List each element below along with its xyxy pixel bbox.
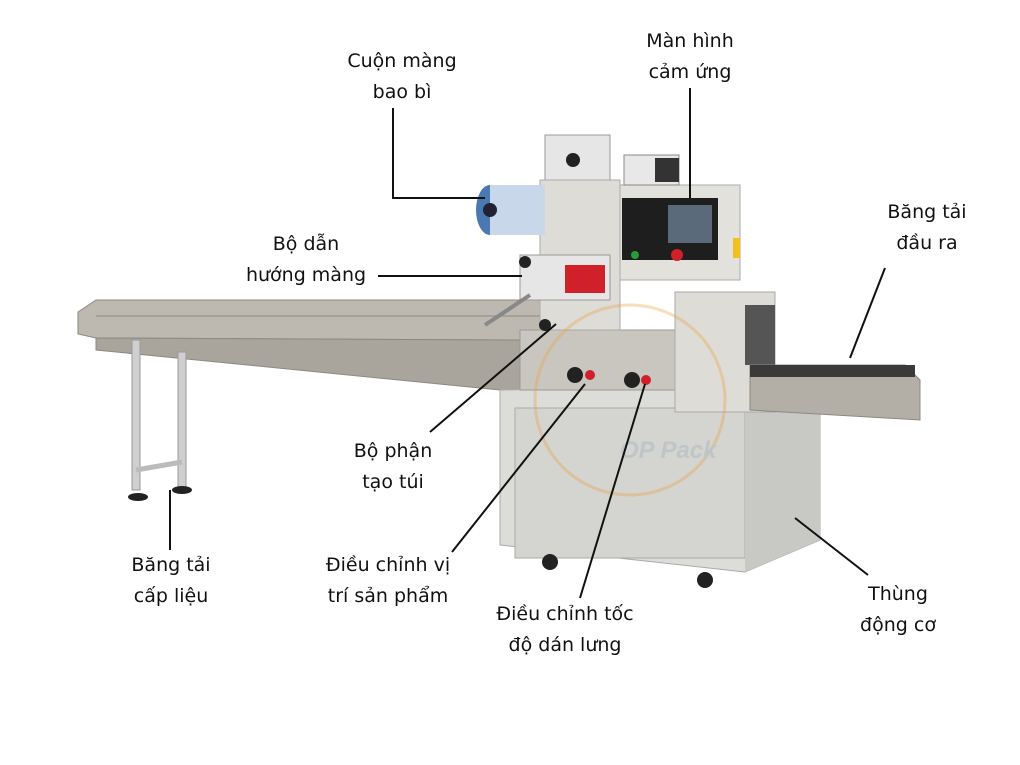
leader-seal-speed — [579, 383, 646, 599]
leader-bag-former — [429, 323, 557, 433]
label-line: cấp liệu — [133, 585, 209, 607]
leader-product-position — [451, 383, 586, 553]
svg-text:OP Pack: OP Pack — [620, 437, 718, 464]
label-motor-box: Thùng động cơ — [860, 579, 936, 641]
label-line: động cơ — [860, 614, 936, 636]
film-guide — [483, 254, 611, 331]
label-product-position: Điều chỉnh vị trí sản phẩm — [326, 550, 450, 612]
label-line: Cuộn màng — [347, 50, 457, 72]
output-conveyor — [749, 364, 921, 421]
label-line: trí sản phẩm — [327, 585, 449, 607]
leader-film-roll — [392, 108, 485, 199]
label-line: Thùng — [868, 583, 928, 605]
label-line: độ dán lưng — [508, 634, 622, 656]
label-line: đầu ra — [896, 232, 958, 254]
label-seal-speed: Điều chỉnh tốc độ dán lưng — [496, 599, 633, 661]
label-film-guide: Bộ dẫn hướng màng — [246, 229, 366, 291]
label-line: Màn hình — [646, 30, 734, 52]
leader-output-conveyor — [849, 267, 886, 359]
label-line: cảm ứng — [648, 61, 732, 83]
label-bag-former: Bộ phận tạo túi — [354, 436, 433, 498]
machine-body — [519, 291, 776, 413]
label-line: Điều chỉnh tốc — [496, 603, 634, 625]
label-touch-screen: Màn hình cảm ứng — [646, 26, 734, 88]
label-line: bao bì — [372, 81, 432, 103]
motor-box — [499, 384, 821, 588]
label-line: Băng tải — [887, 201, 967, 223]
leader-motor-box — [794, 517, 869, 576]
label-line: tạo túi — [362, 471, 424, 493]
label-line: hướng màng — [245, 264, 367, 286]
label-line: Bộ phận — [353, 440, 433, 462]
control-panel — [599, 154, 741, 281]
label-feed-conveyor: Băng tải cấp liệu — [131, 550, 210, 612]
label-film-roll: Cuộn màng bao bì — [347, 46, 456, 108]
watermark-logo: OP Pack — [533, 303, 727, 497]
label-line: Bộ dẫn — [272, 233, 340, 255]
feed-conveyor — [77, 299, 561, 501]
leader-lines — [169, 88, 886, 599]
label-output-conveyor: Băng tải đầu ra — [887, 197, 966, 259]
label-line: Băng tải — [131, 554, 211, 576]
label-line: Điều chỉnh vị — [325, 554, 451, 576]
